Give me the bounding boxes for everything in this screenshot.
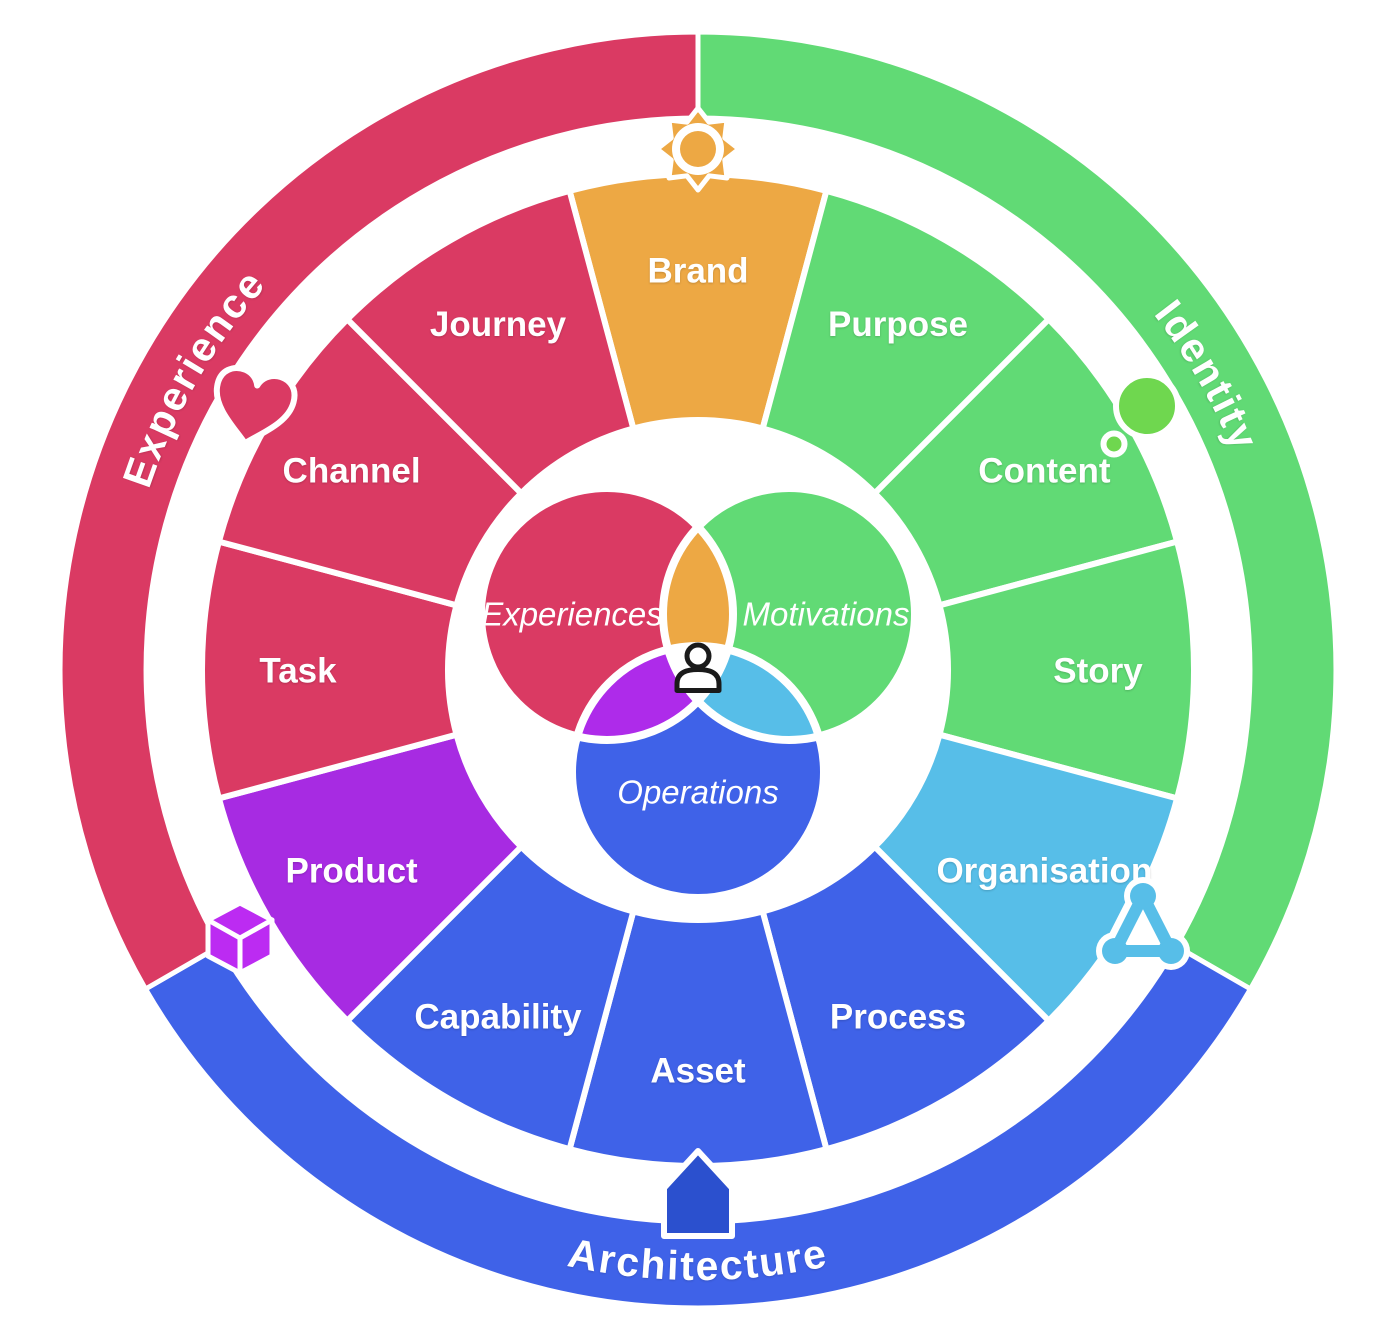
sector-label-brand: Brand [647, 251, 748, 290]
network-icon-node [1102, 938, 1128, 964]
heart-icon [213, 365, 298, 447]
sun-icon-core [680, 131, 716, 167]
house-icon [661, 1148, 735, 1239]
bubble-icon-large [1113, 372, 1181, 440]
outer-segment-experience [57, 29, 701, 993]
sector-label-product: Product [285, 851, 418, 890]
venn-label-motivations: Motivations [743, 596, 910, 633]
cube-icon [205, 900, 275, 976]
sector-label-process: Process [830, 998, 966, 1037]
network-icon [1096, 877, 1190, 970]
venn-outline-experiences [477, 484, 737, 744]
venn-outline-motivations [659, 484, 919, 744]
person-icon-body [674, 667, 722, 693]
sector-label-channel: Channel [283, 451, 421, 490]
sun-icon [654, 105, 742, 193]
sector-label-story: Story [1053, 651, 1143, 690]
sector-label-capability: Capability [414, 998, 582, 1037]
venn-label-experiences: Experiences [481, 596, 663, 633]
sector-label-task: Task [259, 651, 337, 690]
venn-label-operations: Operations [617, 774, 778, 811]
network-icon-node [1158, 938, 1184, 964]
person-icon [674, 642, 722, 693]
bubble-icon [1100, 372, 1181, 458]
person-icon-head [684, 642, 712, 670]
sector-label-content: Content [978, 451, 1111, 490]
sector-label-asset: Asset [650, 1051, 746, 1090]
network-icon-edges [1109, 890, 1177, 957]
sector-label-organisation: Organisation [936, 851, 1152, 890]
bubble-icon-small [1100, 430, 1128, 458]
cube-icon-edges [205, 917, 275, 976]
sector-label-purpose: Purpose [828, 305, 968, 344]
sector-label-journey: Journey [430, 305, 567, 344]
network-icon-node [1130, 883, 1156, 909]
sector-journey [344, 187, 637, 497]
